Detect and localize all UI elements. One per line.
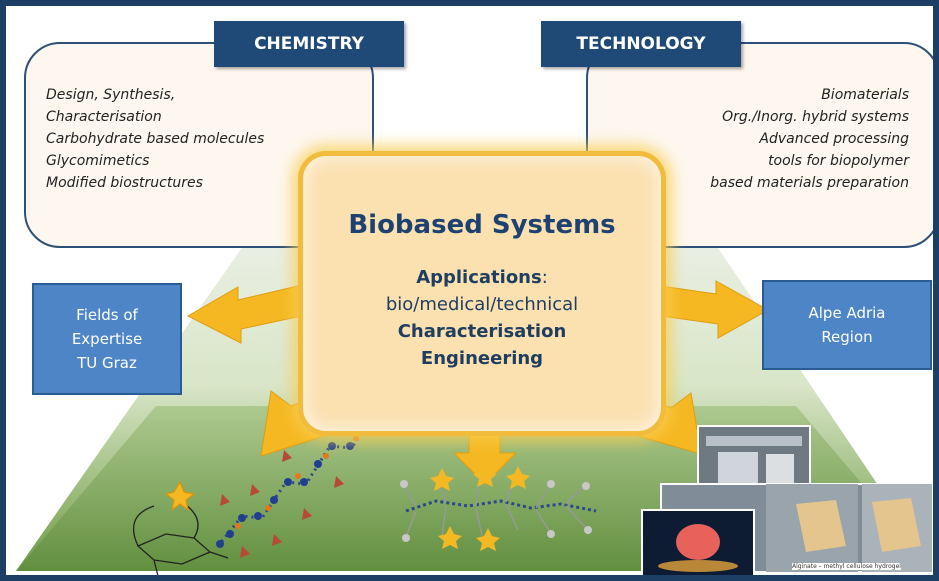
photo-caption: Alginate – methyl cellulose hydrogel (792, 563, 901, 570)
glycopolymer-icon (400, 464, 597, 551)
fields-of-expertise-box: Fields of Expertise TU Graz (32, 283, 182, 395)
photo-collage (641, 425, 933, 575)
chemistry-item: Glycomimetics (46, 153, 150, 169)
applications-label: Applications (416, 267, 542, 288)
chemistry-header: CHEMISTRY (214, 21, 404, 67)
technology-item: Advanced processing (759, 131, 909, 147)
alpe-adria-box: Alpe Adria Region (762, 280, 932, 370)
characterisation-label: Characterisation (397, 321, 567, 342)
fields-line: Fields of (76, 306, 138, 324)
technology-item: Biomaterials (821, 87, 909, 103)
technology-list: Biomaterials Org./Inorg. hybrid systems … (710, 84, 909, 194)
arrow-left (186, 283, 307, 344)
alpe-line: Region (821, 328, 873, 346)
chemistry-item: Design, Synthesis, (46, 87, 176, 103)
technology-item: based materials preparation (710, 175, 909, 191)
chemistry-item: Characterisation (46, 109, 162, 125)
fields-line: TU Graz (77, 354, 137, 372)
technology-header: TECHNOLOGY (541, 21, 741, 67)
technology-item: Org./Inorg. hybrid systems (722, 109, 909, 125)
applications-colon: : (541, 267, 548, 288)
arrow-right (660, 280, 770, 339)
chemistry-item: Carbohydrate based molecules (46, 131, 265, 147)
engineering-label: Engineering (420, 348, 544, 369)
chemistry-item: Modified biostructures (46, 175, 203, 191)
chemistry-list: Design, Synthesis, Characterisation Carb… (46, 84, 264, 194)
applications-value: bio/medical/technical (385, 294, 579, 315)
fields-line: Expertise (71, 330, 143, 348)
sugar-molecule-icon (133, 480, 229, 575)
center-applications: Applications: bio/medical/technical Char… (303, 264, 661, 372)
center-title: Biobased Systems (348, 210, 616, 240)
biobased-systems-box: Biobased Systems Applications: bio/medic… (298, 151, 666, 436)
technology-item: tools for biopolymer (768, 153, 909, 169)
alpe-line: Alpe Adria (808, 304, 886, 322)
